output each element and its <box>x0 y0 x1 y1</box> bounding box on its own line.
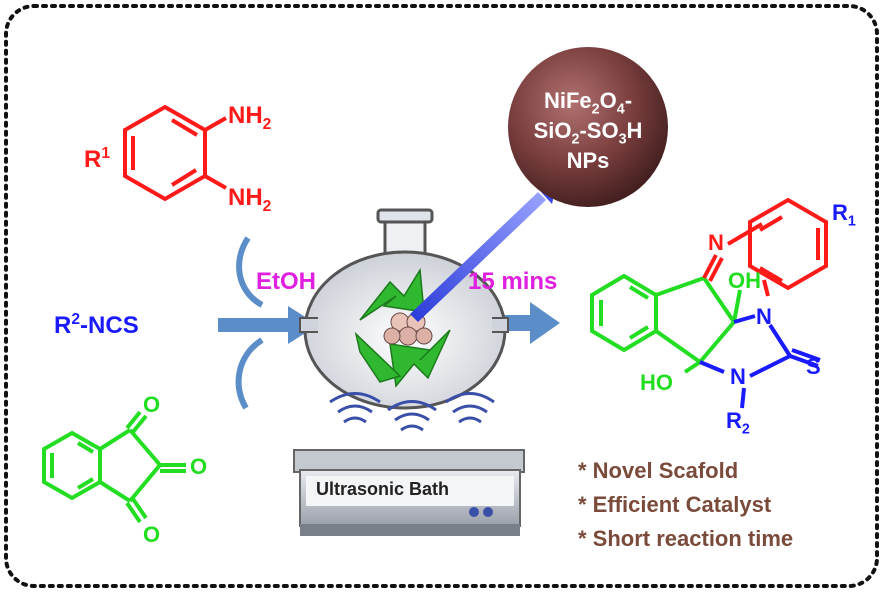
ultrasound-waves-icon <box>329 392 495 432</box>
nanoparticle-cluster-icon <box>383 312 433 346</box>
ncs-reagent-label: R2-NCS <box>54 311 139 339</box>
indane-oxygen-middle: O <box>190 454 208 479</box>
reaction-time-label: 15 mins <box>468 268 558 295</box>
feature-efficient-catalyst: * Efficient Catalyst <box>578 492 772 517</box>
product-oh-label: OH <box>728 268 761 293</box>
solvent-label: EtOH <box>256 268 316 295</box>
ultrasonic-bath-icon <box>293 449 525 536</box>
curved-arrow-top <box>236 236 264 308</box>
dotted-border <box>4 4 879 588</box>
feature-novel-scaffold: * Novel Scafold <box>578 458 739 483</box>
diamine-structure <box>123 104 227 202</box>
curved-arrow-bottom <box>235 337 264 410</box>
diamine-r1-label: R1 <box>84 145 111 173</box>
diamine-nh2-bottom: NH2 <box>228 184 272 215</box>
product-r1-label: R1 <box>832 200 856 230</box>
indane-oxygen-top: O <box>143 392 161 417</box>
product-sulfur: S <box>806 354 821 379</box>
catalyst-formula-line1: NiFe2O4- <box>543 88 633 118</box>
indane-oxygen-bottom: O <box>143 522 161 547</box>
product-imine-n: N <box>708 230 724 255</box>
product-imine-bonds <box>702 197 828 297</box>
ultrasonic-bath-label: Ultrasonic Bath <box>316 479 450 499</box>
catalyst-formula-line2: SiO2-SO3H <box>533 118 643 148</box>
product-ho-label: HO <box>640 370 673 395</box>
indane-structure <box>42 410 186 524</box>
product-r2-label: R2 <box>726 408 750 438</box>
product-benzo-ring <box>590 273 742 374</box>
recycle-arrows-icon <box>354 267 451 388</box>
catalyst-sphere <box>508 47 668 207</box>
product-imidazolidine-bonds <box>699 314 821 409</box>
feature-short-reaction-time: * Short reaction time <box>578 526 794 551</box>
product-ring-n: N <box>756 304 772 329</box>
catalyst-formula-line3: NPs <box>566 148 610 173</box>
diamine-nh2-top: NH2 <box>228 102 272 133</box>
product-lower-n: N <box>730 364 746 389</box>
